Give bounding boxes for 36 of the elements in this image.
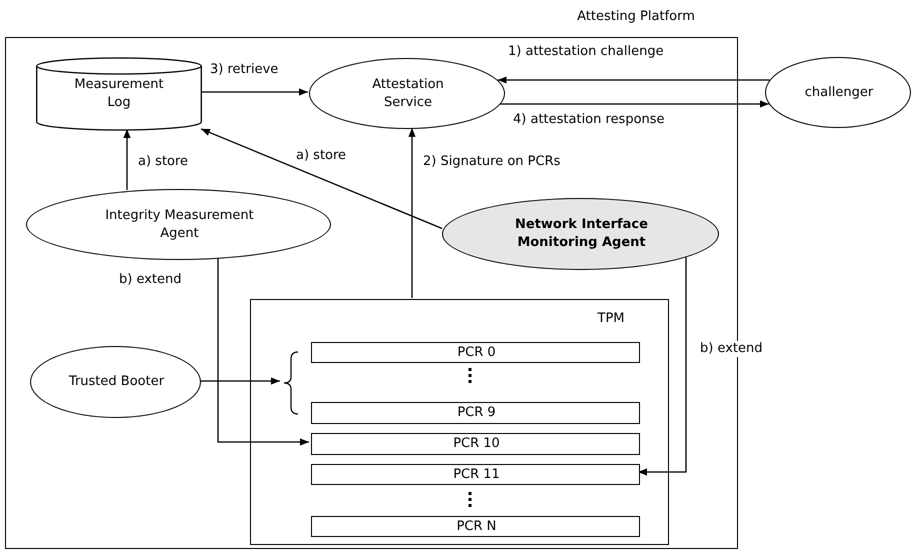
node-label: Network Interface Monitoring Agent (514, 216, 649, 252)
arrow (498, 100, 769, 108)
arrow (217, 258, 309, 446)
edge-label: 4) attestation response (511, 112, 667, 128)
database-cylinder (36, 58, 202, 130)
register-box (311, 402, 640, 424)
edge-label: 1) attestation challenge (506, 44, 666, 60)
heading-label: TPM (596, 310, 626, 328)
arrow (498, 76, 770, 84)
register-box (311, 516, 640, 537)
node-label: Attestation Service (371, 76, 445, 112)
node-label: Trusted Booter (68, 373, 166, 391)
curly-brace (282, 351, 300, 415)
register-box (311, 464, 640, 485)
tpm-box (250, 299, 669, 545)
node-label: PCR N (456, 518, 498, 534)
edge-label: 3) retrieve (208, 62, 280, 78)
arrow (200, 377, 280, 385)
arrow (638, 256, 687, 476)
arrow (200, 128, 442, 230)
node-label: PCR 10 (452, 436, 501, 452)
node-label: PCR 11 (452, 466, 501, 482)
arrow (123, 129, 131, 190)
heading-label: Attesting Platform (576, 8, 696, 26)
arrow (408, 128, 416, 298)
node-label: challenger (804, 84, 874, 102)
node-label: Integrity Measurement Agent (104, 206, 255, 242)
node-label: PCR 9 (456, 405, 497, 421)
node-label: PCR 0 (456, 344, 497, 360)
register-box (311, 433, 640, 455)
register-box (311, 342, 640, 363)
arrow (201, 88, 308, 96)
edge-label: 2) Signature on PCRs (421, 154, 562, 170)
edge-label: a) store (294, 148, 348, 164)
node-label: Measurement Log (73, 76, 165, 112)
edge-label: a) store (136, 154, 190, 170)
